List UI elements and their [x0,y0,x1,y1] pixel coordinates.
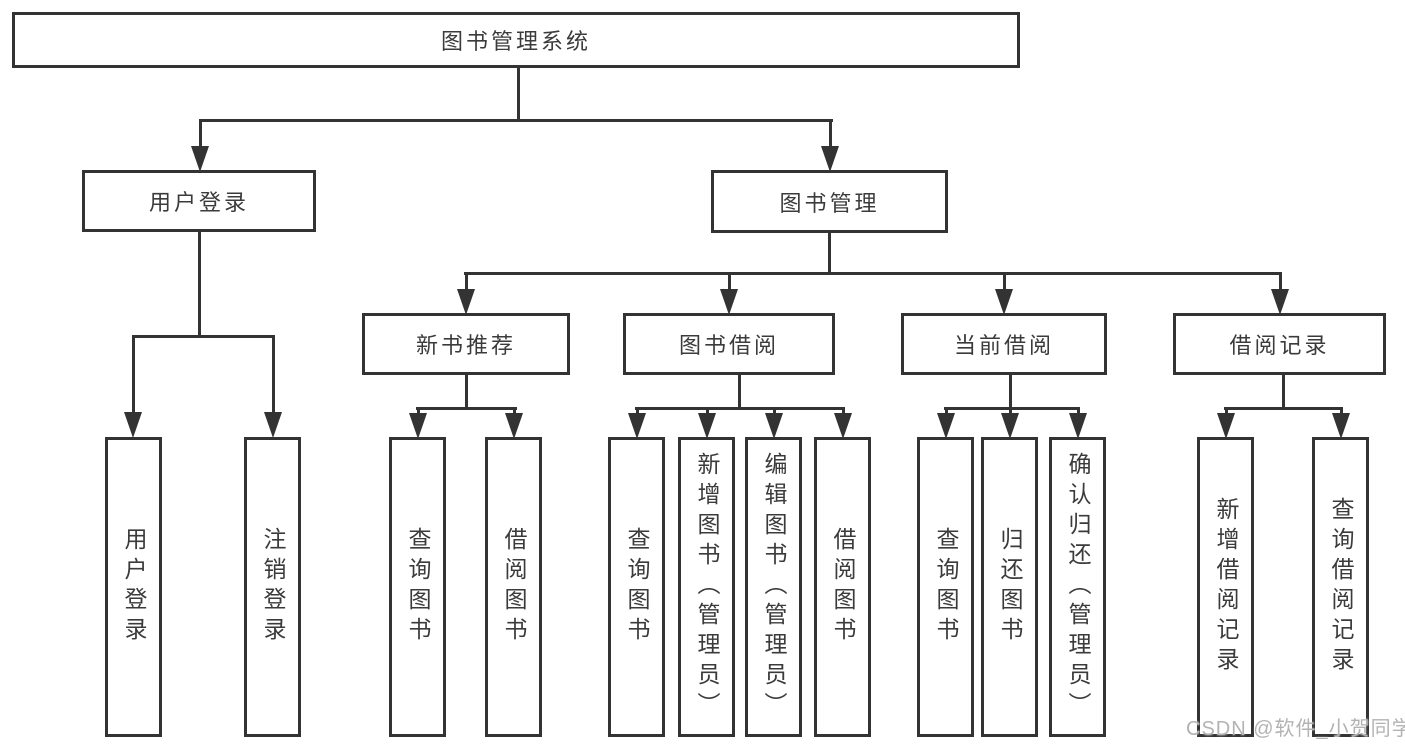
leaf-nbr-borrow-book-label: 借阅图书 [501,527,527,647]
connector-line [465,373,468,410]
leaf-bb-borrow-book-label: 借阅图书 [830,527,856,647]
leaf-bb-edit-book-admin: 编辑图书（管理员） [745,437,802,737]
leaf-cb-return-book: 归还图书 [981,437,1038,737]
connector-line [828,231,831,275]
connector-line [738,373,741,410]
leaf-nbr-borrow-book: 借阅图书 [485,437,542,737]
connector-line [1009,373,1012,410]
connector-line [944,407,1080,410]
leaf-cb-confirm-return-admin-label: 确认归还（管理员） [1065,452,1091,722]
leaf-br-query-record-label: 查询借阅记录 [1328,497,1354,677]
leaf-bb-add-book-admin: 新增图书（管理员） [678,437,735,737]
node-borrow-record: 借阅记录 [1173,313,1386,375]
leaf-cb-confirm-return-admin: 确认归还（管理员） [1049,437,1106,737]
leaf-br-add-record: 新增借阅记录 [1197,437,1254,737]
connector-line [199,119,833,122]
leaf-cb-query-book: 查询图书 [917,437,974,737]
node-root-label: 图书管理系统 [440,29,591,54]
node-new-book-recommend-label: 新书推荐 [415,333,516,358]
node-book-management-label: 图书管理 [779,190,880,216]
leaf-logout: 注销登录 [244,437,301,737]
connector-line [1282,373,1285,410]
leaf-bb-add-book-admin-label: 新增图书（管理员） [694,452,720,722]
leaf-bb-query-book-label: 查询图书 [624,527,650,647]
node-book-management: 图书管理 [711,170,948,233]
leaf-br-query-record: 查询借阅记录 [1312,437,1369,737]
connector-line [132,335,275,338]
leaf-cb-return-book-label: 归还图书 [997,527,1023,647]
node-new-book-recommend: 新书推荐 [362,313,570,375]
connector-line [1224,407,1343,410]
leaf-bb-borrow-book: 借阅图书 [814,437,871,737]
node-user-login: 用户登录 [82,170,316,232]
node-root: 图书管理系统 [12,12,1020,68]
leaf-br-add-record-label: 新增借阅记录 [1213,497,1239,677]
leaf-nbr-query-book-label: 查询图书 [405,527,431,647]
leaf-logout-label: 注销登录 [260,527,286,647]
leaf-bb-query-book: 查询图书 [608,437,665,737]
leaf-bb-edit-book-admin-label: 编辑图书（管理员） [761,452,787,722]
connector-line [517,66,520,119]
node-book-borrow: 图书借阅 [623,313,835,375]
leaf-user-login-label: 用户登录 [121,527,147,647]
node-book-borrow-label: 图书借阅 [678,333,779,358]
node-user-login-label: 用户登录 [148,190,249,215]
csdn-watermark: CSDN @软件_小贺同学 [1186,718,1405,740]
connector-line [635,407,845,410]
leaf-user-login: 用户登录 [105,437,162,737]
connector-line [198,230,201,338]
node-current-borrow: 当前借阅 [901,313,1107,375]
node-borrow-record-label: 借阅记录 [1229,333,1330,358]
leaf-nbr-query-book: 查询图书 [389,437,446,737]
connector-line [416,407,517,410]
leaf-cb-query-book-label: 查询图书 [933,527,959,647]
connector-line [464,272,1282,275]
node-current-borrow-label: 当前借阅 [953,333,1054,358]
